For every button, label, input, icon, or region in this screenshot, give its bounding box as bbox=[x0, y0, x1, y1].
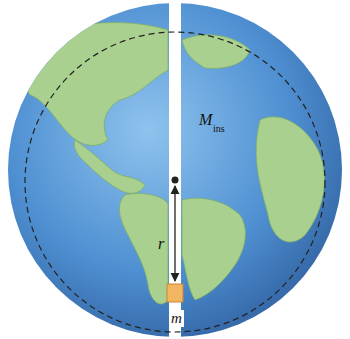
mass-block bbox=[167, 284, 183, 302]
mass-symbol: M bbox=[199, 112, 212, 128]
radius-label: r bbox=[158, 236, 164, 252]
particle-label: m bbox=[169, 310, 184, 327]
radius-arrow bbox=[174, 186, 175, 281]
center-dot bbox=[172, 177, 179, 184]
gaussian-sphere bbox=[25, 32, 325, 332]
mass-subscript: ins bbox=[213, 124, 225, 134]
